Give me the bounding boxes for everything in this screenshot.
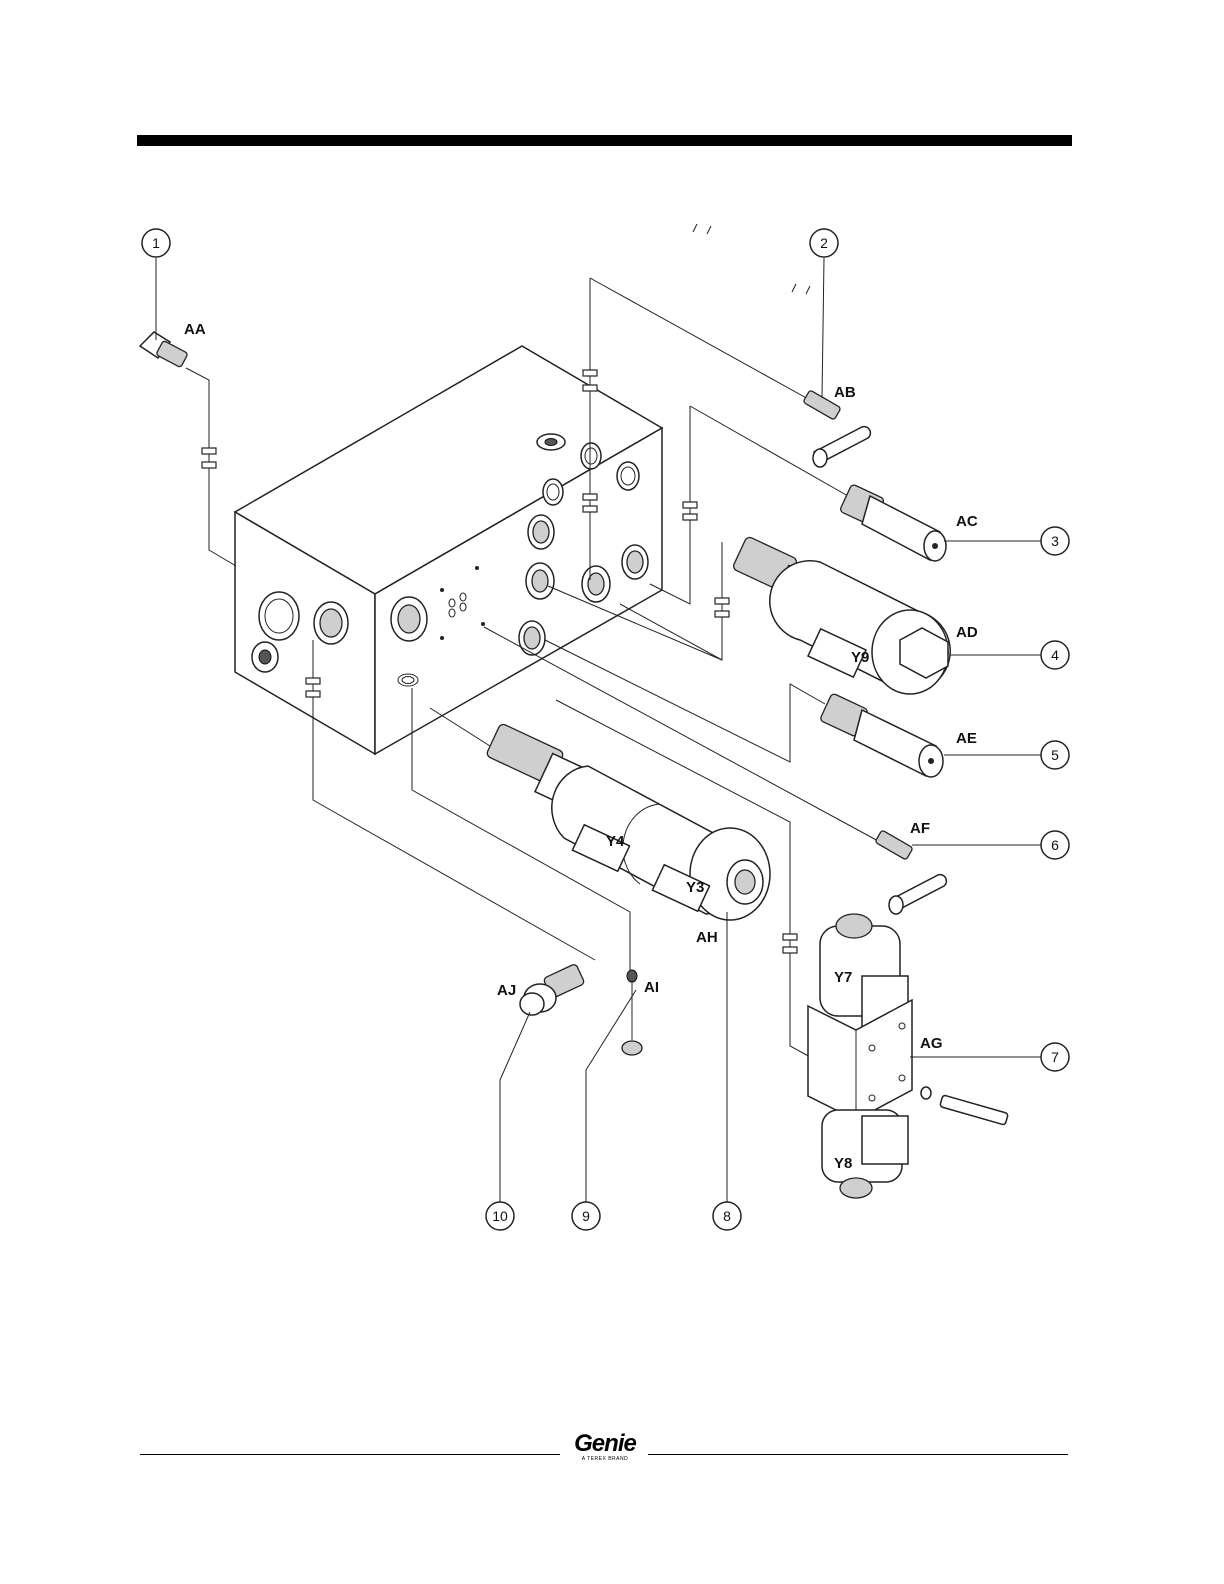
label-ai: AI <box>644 979 659 996</box>
callout-num-1: 1 <box>152 235 160 251</box>
component-ah <box>486 723 770 920</box>
callout-num-8: 8 <box>723 1208 731 1224</box>
callout-num-6: 6 <box>1051 837 1059 853</box>
callout-9: 9 <box>572 1202 600 1230</box>
label-ae: AE <box>956 730 977 747</box>
label-ad: AD <box>956 624 978 641</box>
label-ah: AH <box>696 929 718 946</box>
label-aj: AJ <box>497 982 516 999</box>
callout-10: 10 <box>486 1202 514 1230</box>
footer-rule-left <box>140 1454 560 1455</box>
callout-2: 2 <box>810 229 838 257</box>
callout-num-3: 3 <box>1051 533 1059 549</box>
label-ag: AG <box>920 1035 943 1052</box>
label-ab: AB <box>834 384 856 401</box>
coil-label-y3: Y3 <box>686 879 704 896</box>
footer-rule-right <box>648 1454 1068 1455</box>
component-aa <box>140 332 188 368</box>
callout-circles: 1 2 3 4 5 6 7 <box>142 229 1069 1230</box>
callout-num-5: 5 <box>1051 747 1059 763</box>
callout-num-2: 2 <box>820 235 828 251</box>
component-ai <box>622 970 642 1055</box>
callout-6: 6 <box>1041 831 1069 859</box>
label-ac: AC <box>956 513 978 530</box>
callout-5: 5 <box>1041 741 1069 769</box>
coil-label-y9: Y9 <box>851 649 869 666</box>
label-aa: AA <box>184 321 206 338</box>
coil-label-y8: Y8 <box>834 1155 852 1172</box>
component-af <box>875 830 946 914</box>
brand-logo: Genie A TEREX BRAND <box>560 1432 650 1462</box>
component-ab <box>803 390 870 467</box>
coil-label-y4: Y4 <box>606 833 625 850</box>
callout-1: 1 <box>142 229 170 257</box>
callout-3: 3 <box>1041 527 1069 555</box>
callout-4: 4 <box>1041 641 1069 669</box>
label-af: AF <box>910 820 930 837</box>
component-ac <box>839 484 946 561</box>
callout-num-4: 4 <box>1051 647 1059 663</box>
callout-num-9: 9 <box>582 1208 590 1224</box>
component-ae <box>820 693 943 777</box>
callout-8: 8 <box>713 1202 741 1230</box>
component-aj <box>520 963 585 1015</box>
callout-num-10: 10 <box>492 1208 508 1224</box>
component-ad <box>732 536 950 694</box>
brand-logo-text: Genie <box>560 1432 650 1456</box>
callout-num-7: 7 <box>1051 1049 1059 1065</box>
manifold-block <box>235 346 662 754</box>
callout-7: 7 <box>1041 1043 1069 1071</box>
coil-label-y7: Y7 <box>834 969 852 986</box>
